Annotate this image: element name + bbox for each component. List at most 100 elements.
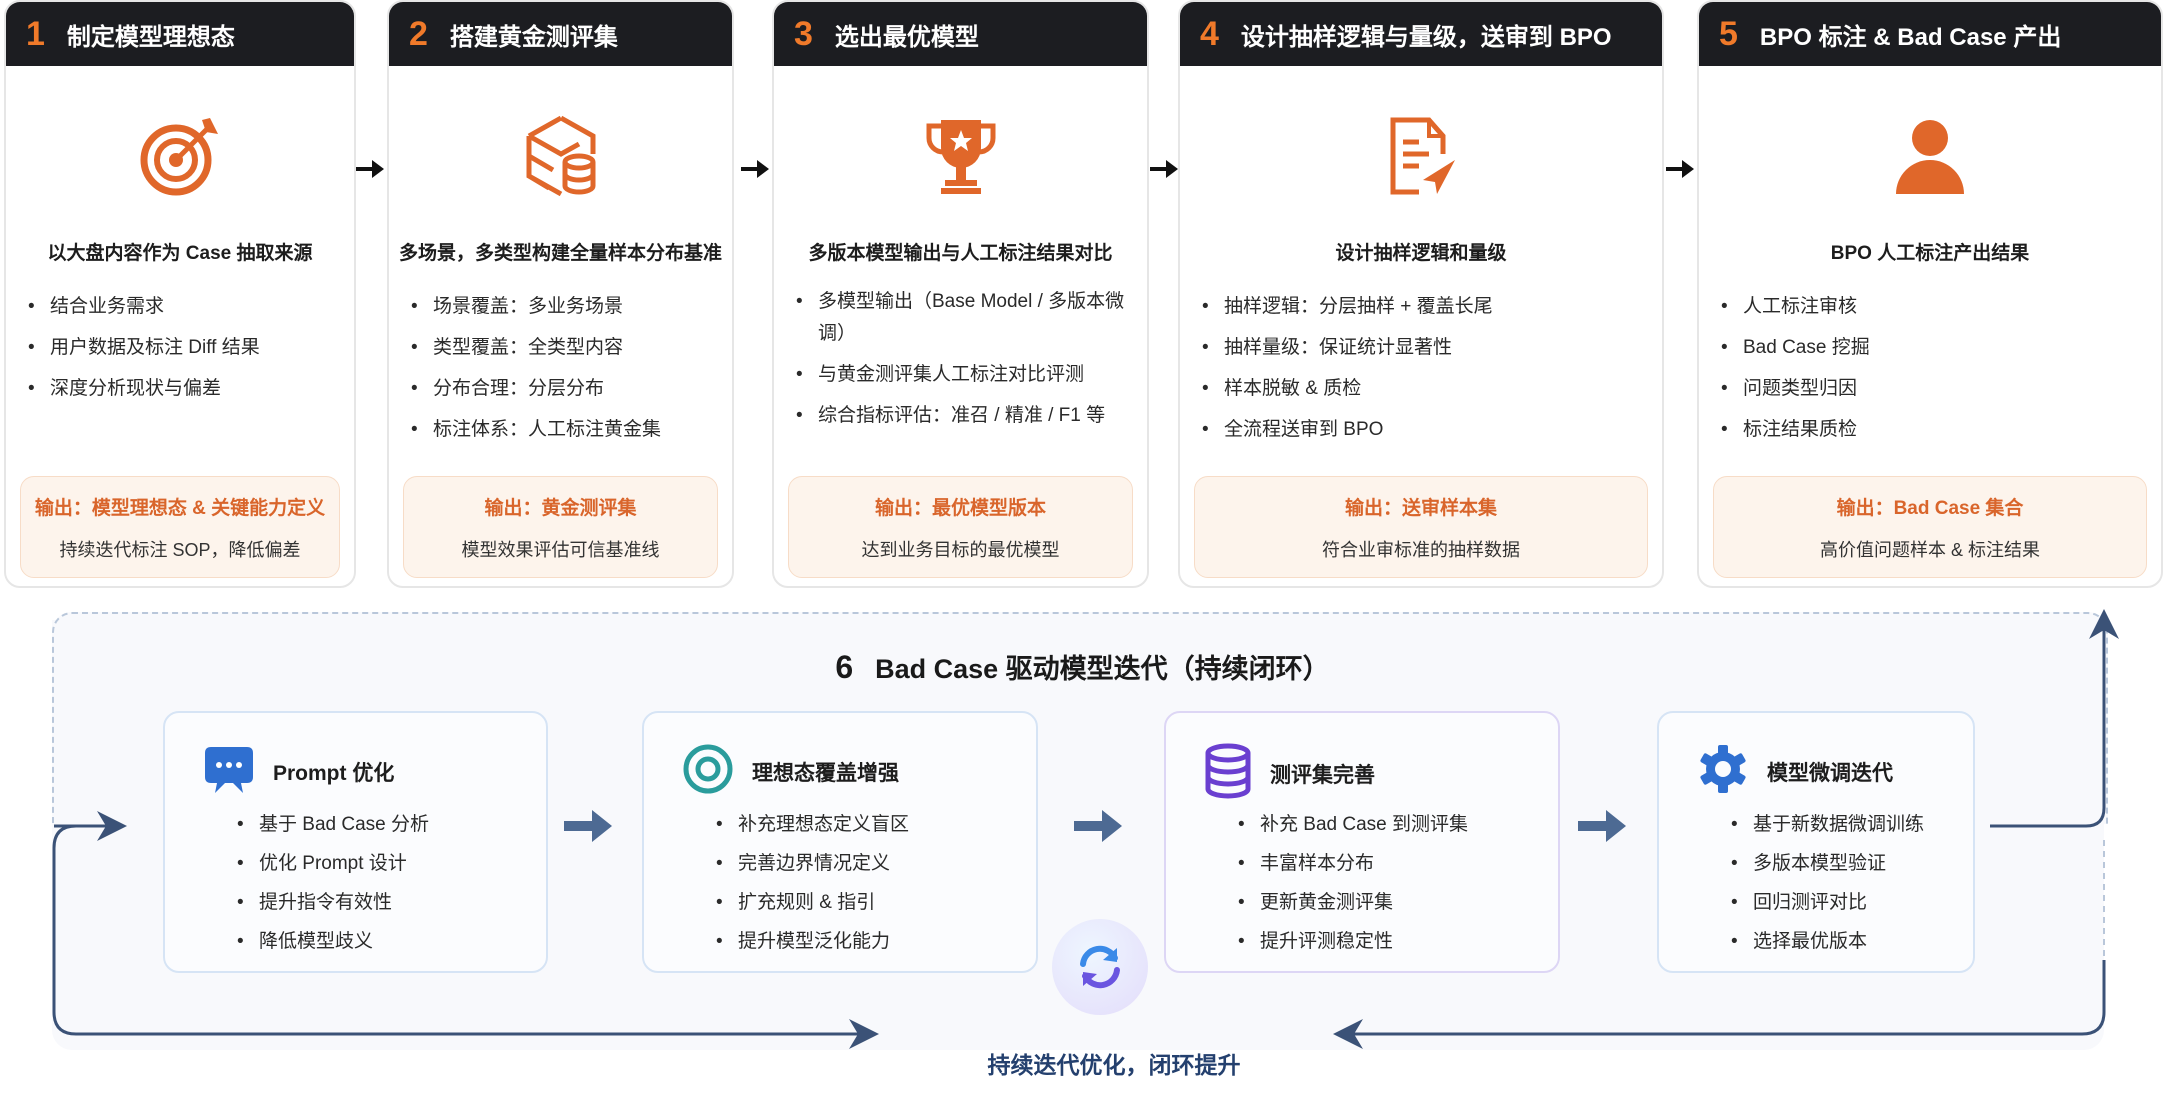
step-card-1: 1 制定模型理想态 以大盘内容作为 Case 抽取来源 结合业务需求用户数据及标注… xyxy=(4,0,356,588)
list-item: 补充 Bad Case 到测评集 xyxy=(1238,805,1468,844)
step-output: 输出：模型理想态 & 关键能力定义持续迭代标注 SOP，降低偏差 xyxy=(20,476,340,578)
step-title: 选出最优模型 xyxy=(834,23,979,51)
loop-card-3: 测评集完善 补充 Bad Case 到测评集丰富样本分布更新黄金测评集提升评测稳… xyxy=(1164,711,1560,973)
step-output: 输出：黄金测评集模型效果评估可信基准线 xyxy=(403,476,718,578)
step-subtitle: 多场景，多类型构建全量样本分布基准 xyxy=(398,243,722,264)
step-title: BPO 标注 & Bad Case 产出 xyxy=(1759,23,2062,51)
list-item: 多模型输出（Base Model / 多版本微调） xyxy=(796,286,1137,350)
flow-arrow-icon xyxy=(1666,160,1694,178)
list-item: 样本脱敏 & 质检 xyxy=(1202,368,1652,409)
loop-card-header: 理想态覆盖增强 xyxy=(682,743,899,801)
step-header: 3 选出最优模型 xyxy=(774,2,1147,66)
list-item: 基于 Bad Case 分析 xyxy=(237,805,429,844)
step-bullets: 场景覆盖：多业务场景类型覆盖：全类型内容分布合理：分层分布标注体系：人工标注黄金… xyxy=(411,286,722,450)
step-subtitle: BPO 人工标注产出结果 xyxy=(1830,243,2030,264)
loop-card-title: 理想态覆盖增强 xyxy=(752,762,899,785)
step-title: 搭建黄金测评集 xyxy=(449,23,618,51)
dataset-stack-icon xyxy=(389,114,732,198)
list-item: 抽样逻辑：分层抽样 + 覆盖长尾 xyxy=(1202,286,1652,327)
output-subtitle: 模型效果评估可信基准线 xyxy=(461,540,660,560)
arrow-right-icon xyxy=(564,810,612,842)
loop-title: 6 Bad Case 驱动模型迭代（持续闭环） xyxy=(0,647,2165,686)
list-item: 场景覆盖：多业务场景 xyxy=(411,286,722,327)
loop-card-header: 测评集完善 xyxy=(1204,743,1375,805)
output-title: 输出：最优模型版本 xyxy=(874,498,1046,519)
step-subtitle: 设计抽样逻辑和量级 xyxy=(1335,243,1507,264)
ring-target-icon xyxy=(682,743,752,801)
step-number: 1 xyxy=(26,14,45,53)
loop-caption: 持续迭代优化，闭环提升 xyxy=(987,1052,1241,1078)
loop-step-number: 6 xyxy=(835,649,854,685)
output-subtitle: 高价值问题样本 & 标注结果 xyxy=(1819,540,2040,560)
list-item: 提升评测稳定性 xyxy=(1238,922,1468,961)
step-card-5: 5 BPO 标注 & Bad Case 产出 BPO 人工标注产出结果 人工标注审… xyxy=(1697,0,2163,588)
arrow-right-icon xyxy=(1578,810,1626,842)
list-item: 抽样量级：保证统计显著性 xyxy=(1202,327,1652,368)
output-subtitle: 达到业务目标的最优模型 xyxy=(861,540,1060,560)
list-item: 丰富样本分布 xyxy=(1238,844,1468,883)
list-item: 补充理想态定义盲区 xyxy=(716,805,909,844)
list-item: 深度分析现状与偏差 xyxy=(28,368,344,409)
step-number: 3 xyxy=(794,14,813,53)
list-item: 人工标注审核 xyxy=(1721,286,2151,327)
list-item: Bad Case 挖掘 xyxy=(1721,327,2151,368)
step-header: 4 设计抽样逻辑与量级，送审到 BPO xyxy=(1180,2,1662,66)
step-subtitle: 多版本模型输出与人工标注结果对比 xyxy=(808,243,1113,264)
list-item: 用户数据及标注 Diff 结果 xyxy=(28,327,344,368)
list-item: 与黄金测评集人工标注对比评测 xyxy=(796,359,1137,391)
list-item: 回归测评对比 xyxy=(1731,883,1924,922)
list-item: 标注体系：人工标注黄金集 xyxy=(411,409,722,450)
step-subtitle: 以大盘内容作为 Case 抽取来源 xyxy=(47,243,313,264)
loop-card-header: Prompt 优化 xyxy=(203,743,394,801)
arrow-right-icon xyxy=(1074,810,1122,842)
loop-card-4: 模型微调迭代 基于新数据微调训练多版本模型验证回归测评对比选择最优版本 xyxy=(1657,711,1975,973)
flow-arrow-icon xyxy=(1150,160,1178,178)
list-item: 综合指标评估：准召 / 精准 / F1 等 xyxy=(796,400,1137,432)
chat-bubble-icon xyxy=(203,743,273,801)
loop-card-title: Prompt 优化 xyxy=(273,762,395,785)
list-item: 问题类型归因 xyxy=(1721,368,2151,409)
flow-arrow-icon xyxy=(741,160,769,178)
step-output: 输出：最优模型版本达到业务目标的最优模型 xyxy=(788,476,1133,578)
loop-title-text: Bad Case 驱动模型迭代（持续闭环） xyxy=(875,654,1330,684)
loop-card-1: Prompt 优化 基于 Bad Case 分析优化 Prompt 设计提升指令… xyxy=(163,711,548,973)
step-number: 5 xyxy=(1719,14,1738,53)
list-item: 降低模型歧义 xyxy=(237,922,429,961)
list-item: 扩充规则 & 指引 xyxy=(716,883,909,922)
list-item: 多版本模型验证 xyxy=(1731,844,1924,883)
loop-card-title: 模型微调迭代 xyxy=(1767,762,1893,785)
list-item: 完善边界情况定义 xyxy=(716,844,909,883)
list-item: 全流程送审到 BPO xyxy=(1202,409,1652,450)
loop-card-bullets: 补充理想态定义盲区完善边界情况定义扩充规则 & 指引提升模型泛化能力 xyxy=(716,805,909,961)
step-card-2: 2 搭建黄金测评集 多场景，多类型构建全量样本分布基准 场景覆盖：多业务场景类型覆… xyxy=(387,0,734,588)
list-item: 结合业务需求 xyxy=(28,286,344,327)
list-item: 优化 Prompt 设计 xyxy=(237,844,429,883)
loop-card-title: 测评集完善 xyxy=(1270,764,1375,787)
step-title: 制定模型理想态 xyxy=(66,23,235,51)
step-output: 输出：送审样本集符合业审标准的抽样数据 xyxy=(1194,476,1648,578)
step-card-3: 3 选出最优模型 多版本模型输出与人工标注结果对比 多模型输出（Base Mode… xyxy=(772,0,1149,588)
target-icon xyxy=(6,114,354,198)
trophy-icon xyxy=(774,114,1147,198)
output-subtitle: 符合业审标准的抽样数据 xyxy=(1322,540,1520,560)
step-bullets: 结合业务需求用户数据及标注 Diff 结果深度分析现状与偏差 xyxy=(28,286,344,409)
loop-card-bullets: 补充 Bad Case 到测评集丰富样本分布更新黄金测评集提升评测稳定性 xyxy=(1238,805,1468,961)
flow-arrow-icon xyxy=(356,160,384,178)
step-bullets: 抽样逻辑：分层抽样 + 覆盖长尾抽样量级：保证统计显著性样本脱敏 & 质检全流程… xyxy=(1202,286,1652,450)
list-item: 标注结果质检 xyxy=(1721,409,2151,450)
output-title: 输出：送审样本集 xyxy=(1344,498,1497,519)
list-item: 提升模型泛化能力 xyxy=(716,922,909,961)
list-item: 更新黄金测评集 xyxy=(1238,883,1468,922)
step-card-4: 4 设计抽样逻辑与量级，送审到 BPO 设计抽样逻辑和量级 抽样逻辑：分层抽样 +… xyxy=(1178,0,1664,588)
person-icon xyxy=(1699,114,2161,198)
loop-card-header: 模型微调迭代 xyxy=(1697,743,1893,801)
step-number: 2 xyxy=(409,14,428,53)
list-item: 基于新数据微调训练 xyxy=(1731,805,1924,844)
output-title: 输出：黄金测评集 xyxy=(484,498,637,519)
step-bullets: 多模型输出（Base Model / 多版本微调） 与黄金测评集人工标注对比评测综… xyxy=(796,286,1137,441)
list-item: 分布合理：分层分布 xyxy=(411,368,722,409)
step-title: 设计抽样逻辑与量级，送审到 BPO xyxy=(1240,23,1612,51)
step-header: 1 制定模型理想态 xyxy=(6,2,354,66)
list-item: 提升指令有效性 xyxy=(237,883,429,922)
step-number: 4 xyxy=(1200,14,1219,53)
